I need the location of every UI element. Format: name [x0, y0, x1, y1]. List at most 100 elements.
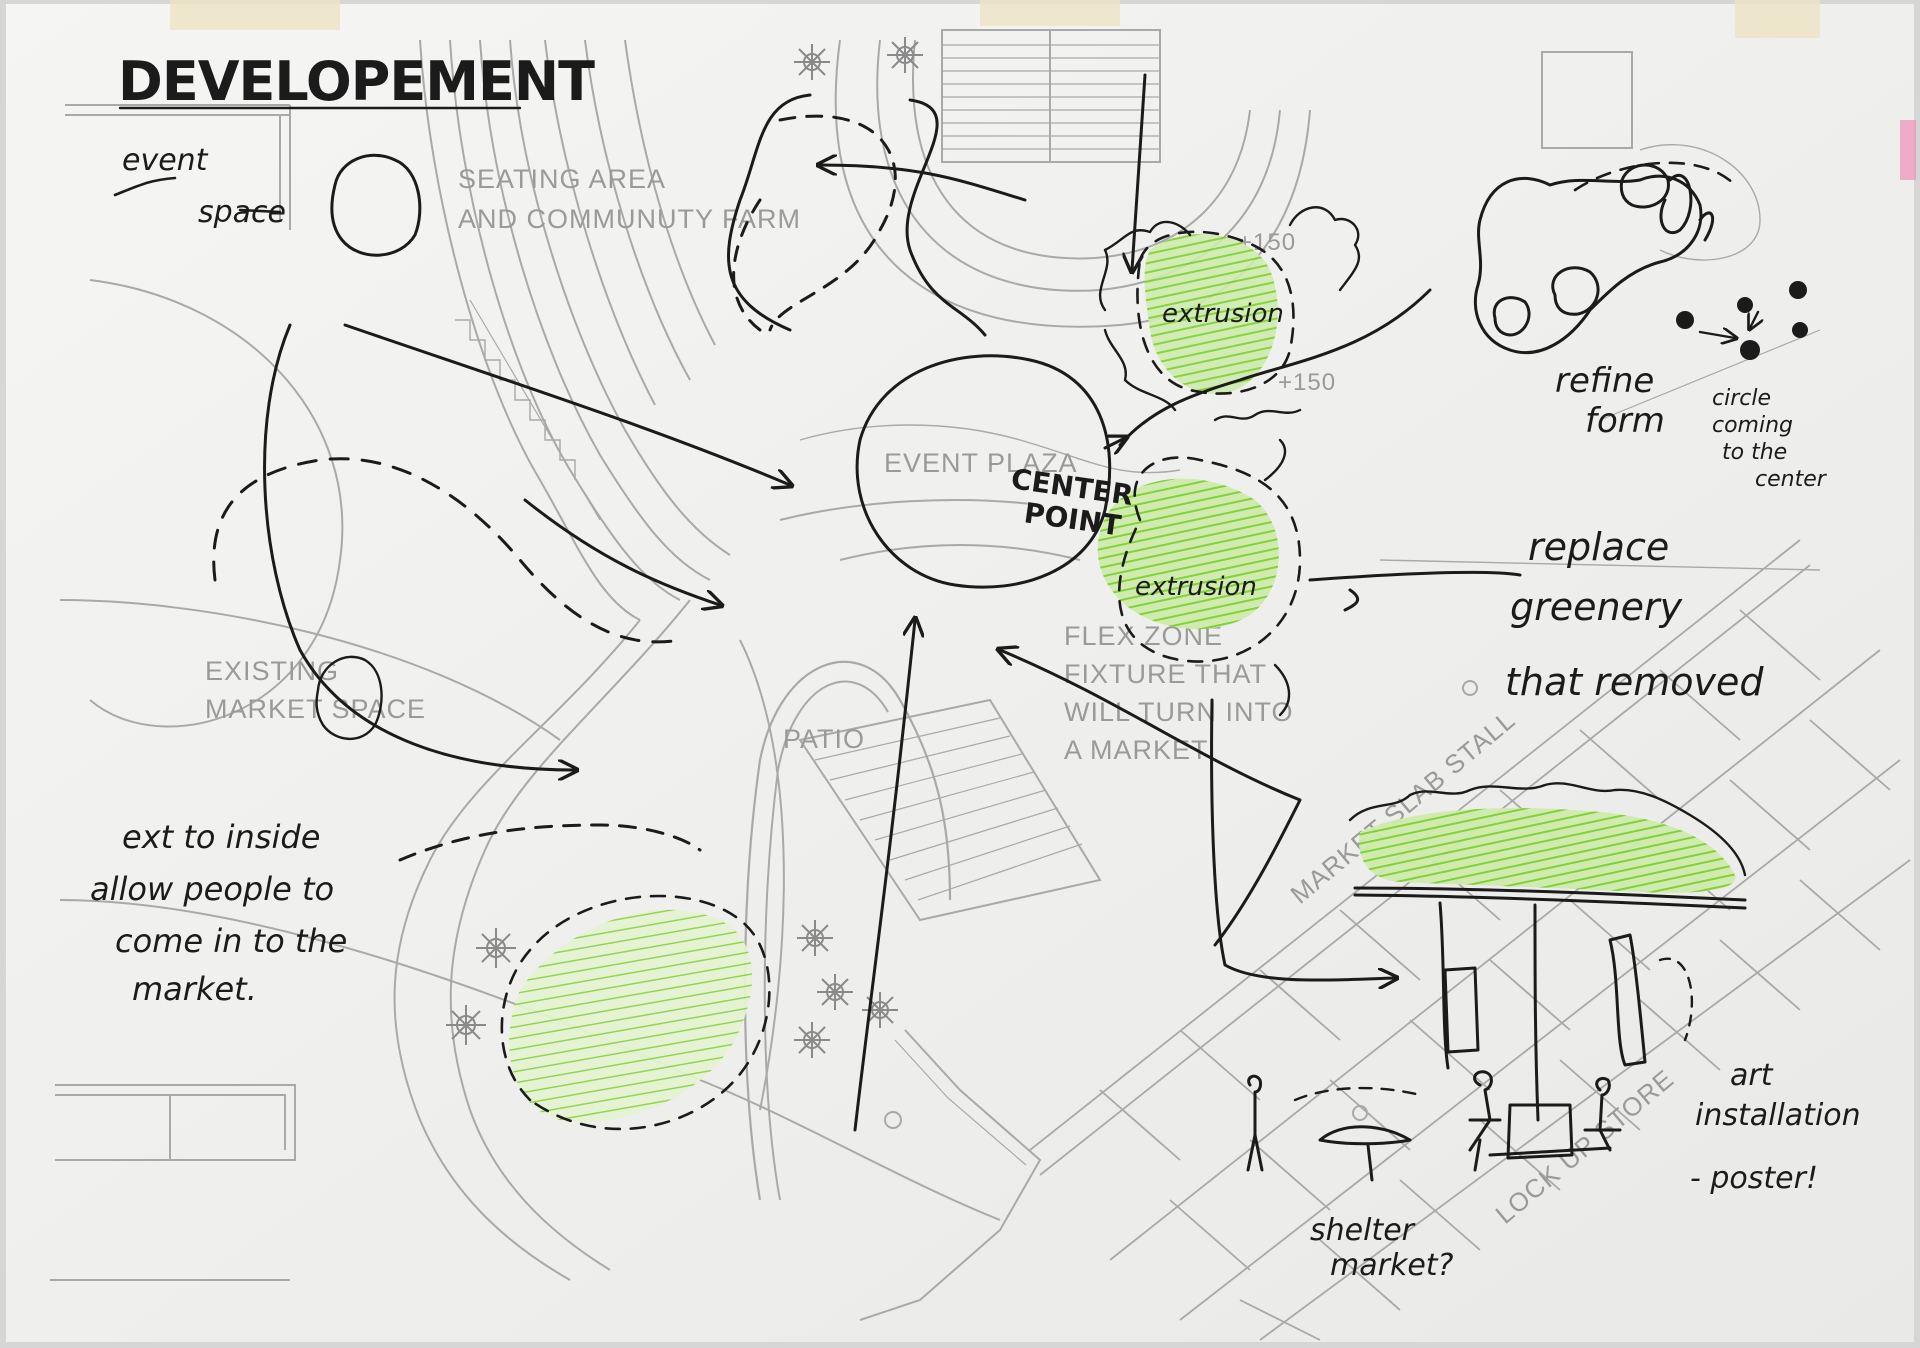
tree-symbol-7: [794, 1022, 830, 1058]
top-right-square: [1541, 51, 1633, 149]
refine-form-line-2: form: [1585, 401, 1665, 441]
green-zone-extrusion-top: [1144, 234, 1278, 394]
tape-strip-left: [170, 0, 340, 30]
tree-symbol-6: [817, 974, 853, 1010]
dashed-outline-mid-green: [1117, 456, 1302, 663]
label-patio: PATIO: [783, 724, 865, 754]
pavilion-dashed-side: [1658, 957, 1694, 1042]
tape-strip-mid: [980, 0, 1120, 26]
patio-stair: [798, 698, 1102, 922]
circle-note-line-1: circle: [1712, 386, 1771, 411]
arrow-patio-up: [853, 620, 915, 1132]
bush-scribble-squiggle: [1213, 408, 1302, 422]
green-zone-canopy: [1359, 808, 1736, 893]
pink-marker-edge: [1900, 120, 1916, 180]
dashed-art-line: [1293, 1086, 1422, 1102]
pavilion-column-left: [1438, 901, 1450, 1070]
label-seating-area-2: AND COMMUNUTY FARM: [458, 204, 801, 234]
green-zone-extrusion-mid: [1097, 478, 1279, 630]
ext-note-line-1: ext to inside: [122, 818, 320, 856]
dashed-line-entrance: [398, 823, 702, 862]
pavilion-panel-right: [1608, 933, 1647, 1067]
ink-link-right: [1118, 288, 1432, 447]
circle-note-line-2: coming: [1712, 413, 1793, 438]
bush-scribble-mid-top: [1263, 438, 1287, 482]
art-note-line-2: installation: [1695, 1098, 1861, 1133]
green-zone-lower-left: [509, 909, 753, 1122]
ink-loop-top-right: [905, 98, 987, 337]
tree-symbol-8: [862, 992, 898, 1028]
refine-form-inner-3: [1619, 163, 1670, 209]
tree-symbol-3: [476, 928, 516, 968]
tree-symbol-1: [794, 44, 830, 80]
bush-scribble-top-left-lower: [1103, 328, 1177, 412]
circle-note-line-4: center: [1755, 467, 1828, 492]
canopy-roof: [1353, 886, 1747, 910]
pavilion-hanging-panel: [1443, 966, 1480, 1054]
dashed-outline-top-green: [1136, 230, 1295, 395]
label-flex-zone-4: A MARKET: [1064, 735, 1209, 765]
arrow-left-to-center: [343, 323, 790, 485]
arrow-into-center-right: [1103, 438, 1125, 448]
label-flex-zone-2: FIXTURE THAT: [1064, 659, 1267, 689]
shelter-umbrella: [1318, 1125, 1412, 1182]
circle-note-dots: [1676, 281, 1808, 360]
top-left-scratch: [113, 176, 282, 214]
refine-form-blob: [1473, 174, 1703, 355]
tape-strip-right: [1735, 0, 1820, 38]
tree-symbol-2: [887, 37, 923, 73]
center-point-circle: [855, 354, 1112, 589]
stall-table: [1488, 1103, 1612, 1160]
dashed-loop-left: [212, 457, 682, 644]
ink-annotations: DEVELOPEMENT event space CENTER POINT ex…: [90, 50, 1861, 1283]
circle-note-arrow-1: [1698, 332, 1735, 338]
replace-greenery-line-2: greenery: [1510, 585, 1683, 629]
refine-form-line-1: refine: [1555, 361, 1654, 401]
bush-scribble-mid-bottom: [1273, 663, 1291, 717]
canopy-scribble-top: [1348, 782, 1747, 877]
arrow-seating-down: [523, 498, 720, 605]
ink-sketch: [113, 73, 1758, 1182]
arrow-top-pointing-left: [820, 165, 1027, 202]
top-stair-block: [941, 29, 1161, 163]
ext-note-line-3: come in to the: [115, 922, 347, 960]
person-figure-3: [1246, 1074, 1264, 1172]
person-figure-2: [1583, 1076, 1622, 1152]
replace-greenery-line-3: that removed: [1505, 660, 1764, 704]
green-zones: [509, 234, 1736, 1122]
bottom-left-structure: [55, 1084, 296, 1161]
refine-form-inner-2: [1492, 296, 1531, 337]
arrow-flex-to-market: [1210, 698, 1395, 980]
label-existing-market-2: MARKET SPACE: [205, 694, 426, 724]
top-left-structure: [65, 104, 291, 230]
arrow-market-to-center: [1000, 650, 1302, 947]
pencil-tree-symbols: [446, 37, 923, 1058]
label-seating-area-1: SEATING AREA: [458, 164, 666, 194]
tree-symbol-4: [446, 1005, 486, 1045]
label-flex-zone-3: WILL TURN INTO: [1064, 697, 1294, 727]
ext-note-line-2: allow people to: [90, 870, 334, 908]
pavilion-column-mid: [1533, 903, 1540, 1122]
bush-scribble-top-left: [1098, 220, 1192, 312]
leader-tick: [1343, 588, 1360, 612]
label-extrusion-mid: extrusion: [1135, 572, 1257, 602]
dashed-refine-arc: [1573, 161, 1737, 192]
label-event-plaza: EVENT PLAZA: [884, 448, 1078, 478]
person-figure-1: [1468, 1070, 1502, 1172]
note-event: event: [122, 143, 209, 178]
shelter-note-line-2: market?: [1330, 1248, 1454, 1283]
shelter-note-line-1: shelter: [1310, 1213, 1416, 1248]
ext-note-line-4: market.: [132, 970, 257, 1008]
leader-replace-greenery: [1308, 570, 1522, 582]
note-space: space: [198, 195, 286, 230]
label-extrusion-top: extrusion: [1162, 299, 1284, 329]
tree-symbol-5: [797, 920, 833, 956]
circle-note-line-3: to the: [1722, 440, 1787, 465]
label-existing-market-1: EXISTING: [205, 656, 339, 686]
top-left-circle: [330, 153, 422, 257]
label-level-bottom: +150: [1278, 369, 1336, 396]
refine-form-inner-4: [1659, 173, 1693, 234]
ink-loop-top: [727, 93, 812, 332]
refine-form-tail: [1698, 211, 1715, 242]
